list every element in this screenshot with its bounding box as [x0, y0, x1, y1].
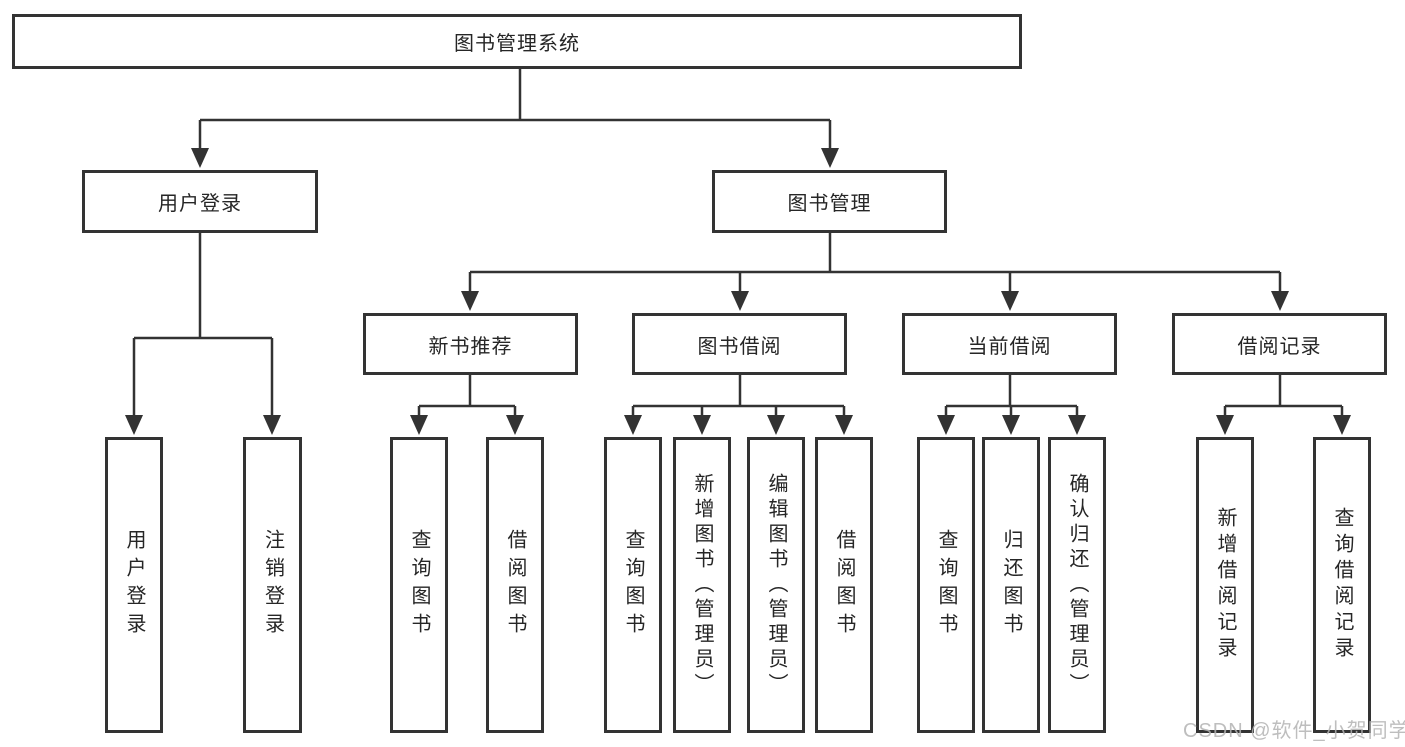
leaf-label: 确认归还（管理员）: [1066, 472, 1088, 698]
node-book-management: 图书管理: [712, 170, 947, 233]
node-label: 图书借阅: [697, 335, 782, 358]
leaf-current-query-books: 查询图书: [917, 437, 975, 733]
csdn-watermark: CSDN @软件_小贺同学: [1183, 720, 1405, 742]
leaf-label: 借阅图书: [833, 529, 855, 641]
node-label: 图书管理系统: [454, 33, 580, 55]
leaf-add-books-admin: 新增图书（管理员）: [673, 437, 731, 733]
leaf-label: 查询图书: [408, 529, 430, 641]
node-new-book-recommendation: 新书推荐: [363, 313, 578, 375]
leaf-label: 注销登录: [261, 529, 284, 641]
leaf-user-login: 用户登录: [105, 437, 163, 733]
leaf-label: 查询借阅记录: [1331, 507, 1353, 663]
leaf-label: 用户登录: [123, 529, 145, 641]
leaf-borrow-query-books: 查询图书: [604, 437, 662, 733]
leaf-add-borrow-record: 新增借阅记录: [1196, 437, 1254, 733]
leaf-return-books: 归还图书: [982, 437, 1040, 733]
leaf-edit-books-admin: 编辑图书（管理员）: [747, 437, 805, 733]
leaf-borrow-books: 借阅图书: [815, 437, 873, 733]
node-label: 用户登录: [158, 193, 242, 215]
node-user-login: 用户登录: [82, 170, 318, 233]
leaf-label: 新增图书（管理员）: [691, 472, 713, 698]
node-label: 借阅记录: [1237, 335, 1322, 358]
leaf-label: 查询图书: [935, 529, 957, 641]
node-book-borrowing: 图书借阅: [632, 313, 847, 375]
node-label: 当前借阅: [967, 335, 1052, 358]
node-library-management-system: 图书管理系统: [12, 14, 1022, 69]
leaf-confirm-return-admin: 确认归还（管理员）: [1048, 437, 1106, 733]
leaf-recommend-query-books: 查询图书: [390, 437, 448, 733]
leaf-label: 新增借阅记录: [1214, 507, 1236, 663]
leaf-logout: 注销登录: [243, 437, 302, 733]
node-borrowing-records: 借阅记录: [1172, 313, 1387, 375]
leaf-label: 查询图书: [622, 529, 644, 641]
node-label: 图书管理: [787, 193, 872, 215]
node-label: 新书推荐: [428, 335, 513, 358]
leaf-recommend-borrow-books: 借阅图书: [486, 437, 544, 733]
node-current-borrowing: 当前借阅: [902, 313, 1117, 375]
leaf-query-borrow-record: 查询借阅记录: [1313, 437, 1371, 733]
leaf-label: 借阅图书: [504, 529, 526, 641]
leaf-label: 编辑图书（管理员）: [765, 472, 787, 698]
leaf-label: 归还图书: [1000, 529, 1022, 641]
